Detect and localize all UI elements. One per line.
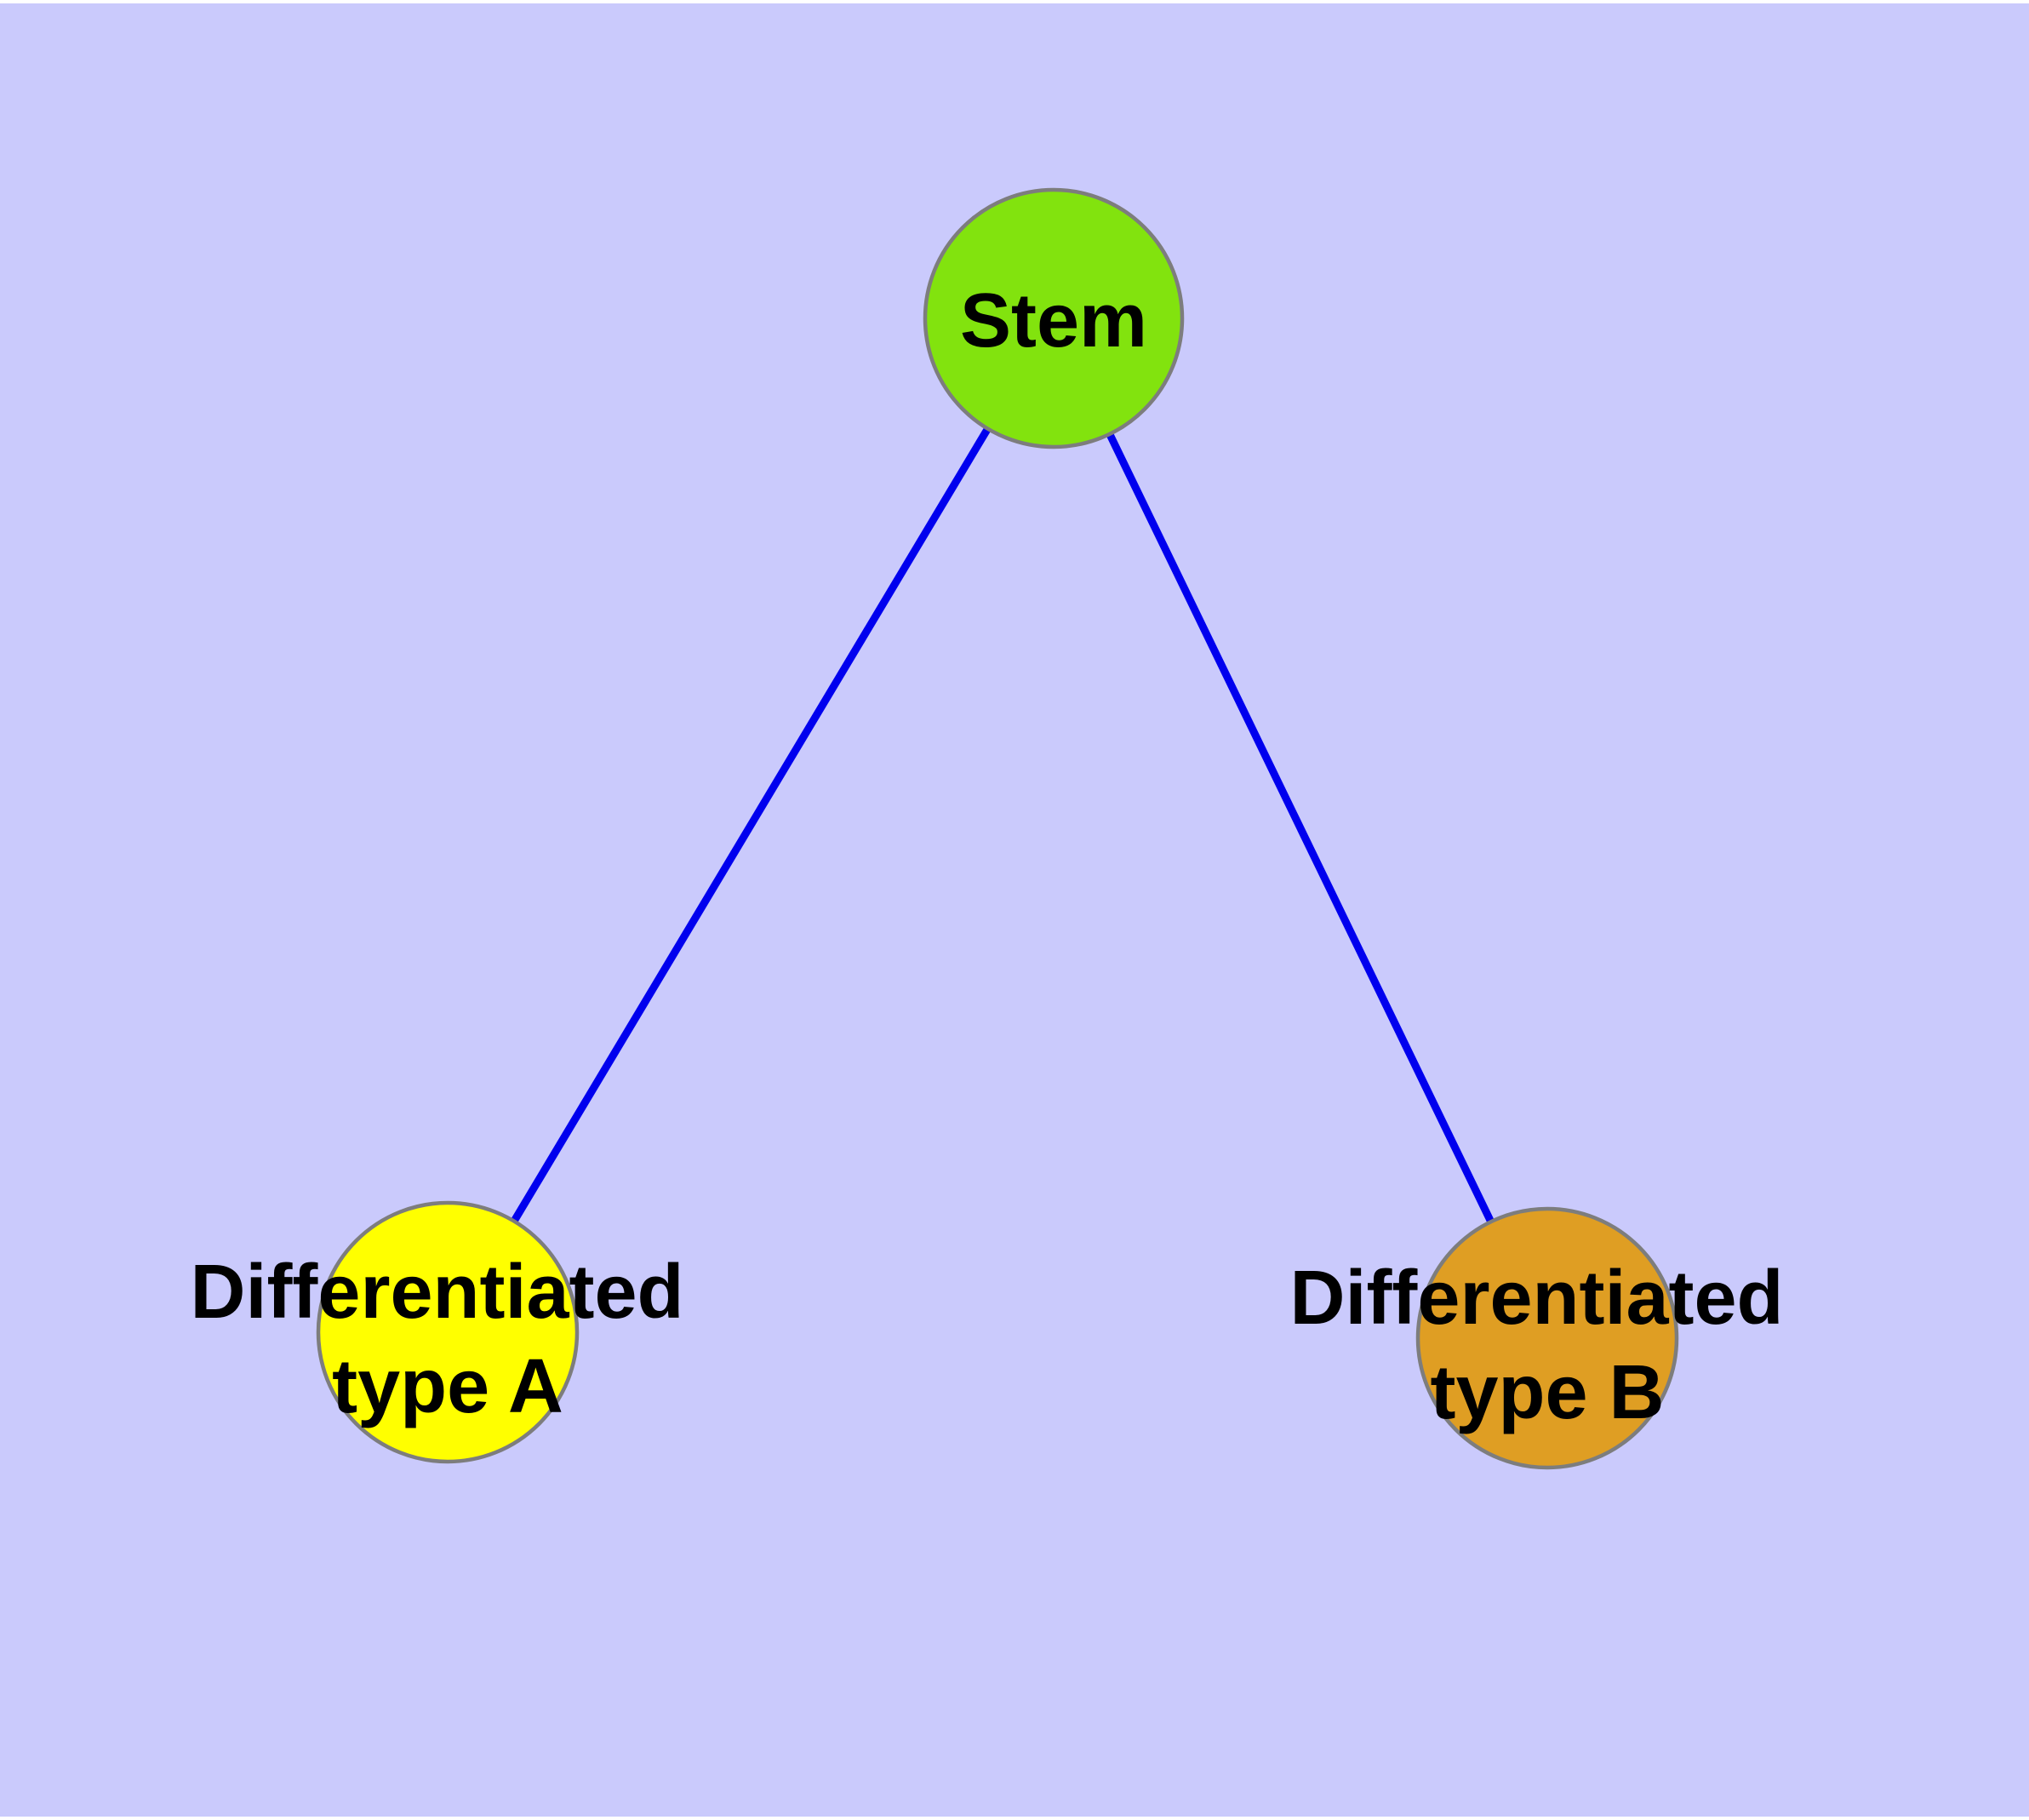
label-layer: Stem Differentiated type A Differentiate… [190,278,1804,1435]
node-type-a-label-line1: Differentiated [190,1250,683,1335]
node-type-b-label-line1: Differentiated [1289,1256,1783,1341]
node-layer [316,187,1679,1470]
edge-stem-to-type-b [1049,317,1552,1340]
edge-layer [444,316,1552,1340]
edge-stem-to-type-a [444,316,1057,1335]
node-stem-label: Stem [960,278,1147,363]
node-type-b-label-line2: type B [1430,1350,1664,1435]
node-stem[interactable] [923,187,1185,449]
node-type-b-label: Differentiated type B [1289,1256,1804,1435]
node-type-a-label: Differentiated type A [190,1250,705,1429]
node-differentiated-type-b[interactable] [1415,1206,1679,1470]
node-differentiated-type-a[interactable] [316,1200,580,1464]
node-type-a-label-line2: type A [332,1344,563,1429]
